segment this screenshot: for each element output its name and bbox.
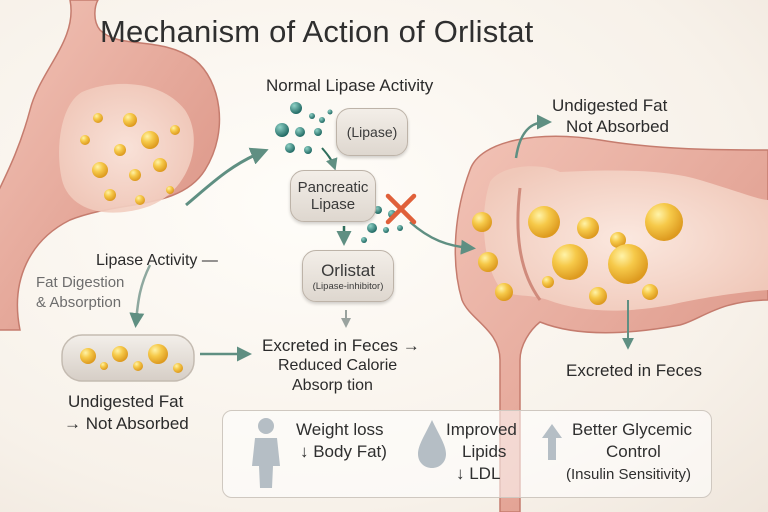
lipase-bound-molecules — [361, 206, 403, 243]
right-undigested-line2: Not Absorbed — [566, 117, 670, 136]
weight-loss-line1: Weight loss — [296, 420, 384, 439]
intestine-fat-droplets — [472, 203, 683, 305]
normal-lipase-heading: Normal Lipase Activity — [266, 76, 434, 95]
right-excreted-label: Excreted in Feces — [566, 361, 703, 380]
weight-loss-line2: ↓ Body Fat) — [300, 442, 387, 461]
lipase-pill: (Lipase) — [336, 108, 408, 156]
glycemic-line3: (Insulin Sensitivity) — [566, 466, 692, 483]
glycemic-line2: Control — [606, 442, 661, 461]
lipids-line1: Improved — [446, 420, 517, 439]
fat-digestion-line2: & Absorption — [36, 294, 122, 311]
stomach-illustration — [0, 0, 221, 331]
orlistat-sub-label: (Lipase-inhibitor) — [312, 280, 384, 292]
lipids-line3: ↓ LDL — [456, 464, 501, 483]
stomach-to-lipase-arrow — [185, 147, 269, 207]
pancreatic-lipase-pill: Pancreatic Lipase — [290, 170, 376, 222]
center-excreted-label: Excreted in Feces → — [262, 336, 420, 355]
pancreatic-line1: Pancreatic — [297, 178, 369, 196]
left-undigested-line1: Undigested Fat — [68, 392, 184, 411]
lipase-activity-label: Lipase Activity — — [96, 252, 218, 269]
lipids-line2: Lipids — [462, 442, 507, 461]
left-undigested-line2: → Not Absorbed — [64, 414, 189, 433]
orlistat-pill: Orlistat (Lipase-inhibitor) — [302, 250, 394, 302]
intestine-illustration — [454, 114, 768, 512]
digestion-to-tray-arrow — [129, 264, 152, 328]
lipase-to-pancreatic-arrow — [321, 147, 338, 171]
right-undigested-line1: Undigested Fat — [552, 96, 668, 115]
glycemic-line1: Better Glycemic — [572, 420, 692, 439]
reduced-calorie-line2: Absorp tion — [292, 377, 373, 394]
lipase-molecules — [275, 102, 333, 154]
benefits-panel — [222, 410, 712, 498]
orlistat-label: Orlistat — [321, 260, 375, 280]
reduced-calorie-line1: Reduced Calorie — [278, 357, 398, 374]
stomach-fat-droplets — [80, 113, 180, 205]
inhibition-x-icon — [385, 193, 417, 225]
fat-digestion-line1: Fat Digestion — [36, 274, 125, 291]
lipase-pill-label: (Lipase) — [346, 124, 398, 140]
page-title: Mechanism of Action of Orlistat — [100, 14, 534, 49]
not-absorbed-arrow — [514, 114, 552, 159]
pancreatic-line2: Lipase — [310, 196, 356, 213]
fat-tray — [61, 334, 195, 382]
to-intestine-arrow — [409, 221, 476, 255]
